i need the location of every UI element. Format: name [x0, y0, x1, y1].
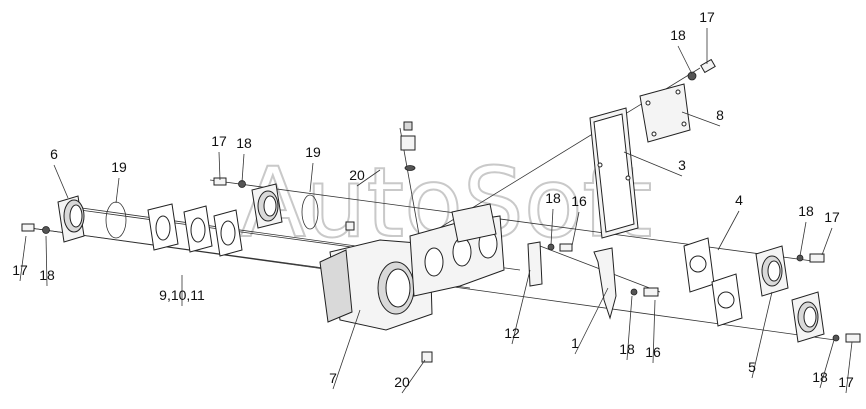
bolt-17-top [687, 58, 716, 81]
o-ring-19-middle [301, 194, 319, 230]
callout-label-c17b: 17 [824, 209, 840, 225]
callout-leader-c20b [401, 359, 426, 394]
breather-top [400, 121, 416, 171]
callout-label-c18d: 18 [545, 190, 561, 206]
callout-leader-c20a [356, 169, 381, 187]
callout-leader-c18a [677, 45, 693, 75]
callout-label-c1: 1 [571, 335, 579, 351]
plug-20 [421, 351, 433, 363]
callout-leader-c12 [511, 269, 531, 345]
callout-leader-c18c [241, 153, 245, 183]
callout-label-c18e: 18 [39, 267, 55, 283]
callout-label-c17a: 17 [699, 9, 715, 25]
gaskets-9-10-11 [147, 203, 243, 257]
callout-label-c20b: 20 [394, 374, 410, 390]
callout-label-c4: 4 [735, 192, 743, 208]
callout-leader-c18g [819, 339, 835, 389]
callout-label-c16b: 16 [645, 344, 661, 360]
callout-leader-c18f [626, 295, 633, 361]
callout-label-c17d: 17 [12, 262, 28, 278]
callout-leader-c5 [751, 291, 773, 379]
callout-label-c6: 6 [50, 146, 58, 162]
callout-leader-c4 [717, 210, 740, 251]
callout-label-c18b: 18 [798, 203, 814, 219]
callout-leader-c17c [218, 151, 221, 181]
callout-label-c16a: 16 [571, 193, 587, 209]
gaskets-4 [683, 237, 743, 327]
callout-label-c8: 8 [716, 107, 724, 123]
plug-20-top [345, 221, 355, 231]
callout-label-c12: 12 [504, 325, 520, 341]
bracket-1 [593, 247, 617, 320]
callout-leader-c1 [574, 287, 609, 355]
callout-leader-c18e [45, 235, 48, 287]
callout-leader-c6 [53, 164, 69, 199]
callout-label-c17c: 17 [211, 133, 227, 149]
callout-leader-c18d [550, 208, 554, 246]
callout-leader-c18b [799, 221, 807, 257]
callout-label-c7: 7 [329, 370, 337, 386]
callout-leader-c8 [681, 111, 721, 127]
callout-label-c18f: 18 [619, 341, 635, 357]
callout-leader-c19a [115, 177, 120, 204]
callout-label-c3: 3 [678, 157, 686, 173]
callout-leader-c17b [821, 227, 833, 256]
callout-label-c18g: 18 [812, 369, 828, 385]
callout-leader-c17e [845, 341, 853, 394]
o-ring-19-left [105, 201, 127, 239]
cover-plate-8 [639, 83, 691, 143]
callout-label-c5: 5 [748, 359, 756, 375]
bolt-17-right [796, 253, 861, 343]
callout-label-c91011: 9,10,11 [159, 287, 205, 303]
callout-label-c20a: 20 [349, 167, 365, 183]
callout-leader-c7 [332, 309, 361, 390]
bolt-17-left [21, 177, 246, 234]
gasket-3 [589, 107, 639, 239]
bolt-16-middle [547, 243, 659, 297]
callout-leader-c19b [309, 162, 314, 193]
callout-label-c19b: 19 [305, 144, 321, 160]
flange-left-housing [251, 183, 283, 229]
callout-label-c19a: 19 [111, 159, 127, 175]
callout-label-c17e: 17 [838, 374, 854, 390]
callout-leader-c17d [19, 235, 27, 282]
bracket-12 [527, 241, 543, 287]
main-housing [319, 203, 505, 331]
flanges-5 [755, 245, 825, 343]
callout-leader-c16a [571, 211, 580, 247]
callout-leader-c16b [652, 299, 656, 364]
callout-label-c18a: 18 [670, 27, 686, 43]
flange-6 [57, 195, 85, 243]
callout-label-c18c: 18 [236, 135, 252, 151]
callout-leader-c3 [623, 151, 683, 177]
